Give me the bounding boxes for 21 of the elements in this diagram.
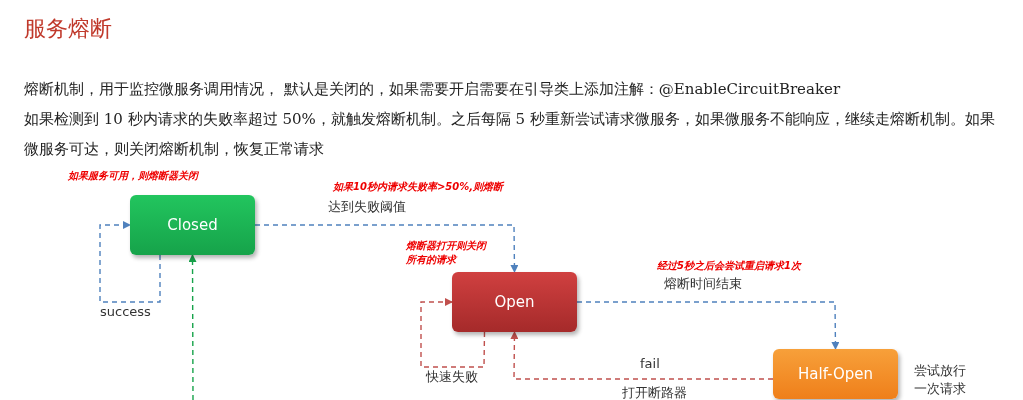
arrow xyxy=(254,224,519,273)
state-box: Closed xyxy=(130,195,255,255)
annotation: 如果服务可用，则熔断器关闭 xyxy=(68,169,198,183)
annotation: 经过5秒之后会尝试重启请求1次 xyxy=(657,259,801,273)
annotation: 如果10秒内请求失败率>50%,则熔断 xyxy=(333,180,504,194)
annotation: 熔断器打开则关闭所有的请求 xyxy=(406,239,488,267)
edge-label: 快速失败 xyxy=(426,368,478,386)
state-box: Open xyxy=(452,272,577,332)
arrow xyxy=(188,254,197,400)
annotation: 打开断路器 xyxy=(622,384,687,400)
page-title: 服务熔断 xyxy=(24,15,112,43)
arrow xyxy=(576,301,840,350)
arrow xyxy=(99,221,161,303)
paragraph: 熔断机制，用于监控微服务调用情况， 默认是关闭的，如果需要开启需要在引导类上添加注解：@EnableCircuitBreaker xyxy=(24,79,841,100)
edge-label: 达到失败阈值 xyxy=(328,198,406,216)
paragraph: 如果检测到 10 秒内请求的失败率超过 50%，就触发熔断机制。之后每隔 5 秒重新尝试请求微服务，如果微服务不能响应，继续走熔断机制。如果微服务可达，则关闭熔断机制，恢复正常请求 xyxy=(24,109,996,160)
arrow xyxy=(510,331,774,380)
state-box: Half-Open xyxy=(773,349,898,399)
arrow xyxy=(420,298,486,368)
edge-label: fail xyxy=(640,356,660,371)
edge-label: 熔断时间结束 xyxy=(664,275,742,293)
